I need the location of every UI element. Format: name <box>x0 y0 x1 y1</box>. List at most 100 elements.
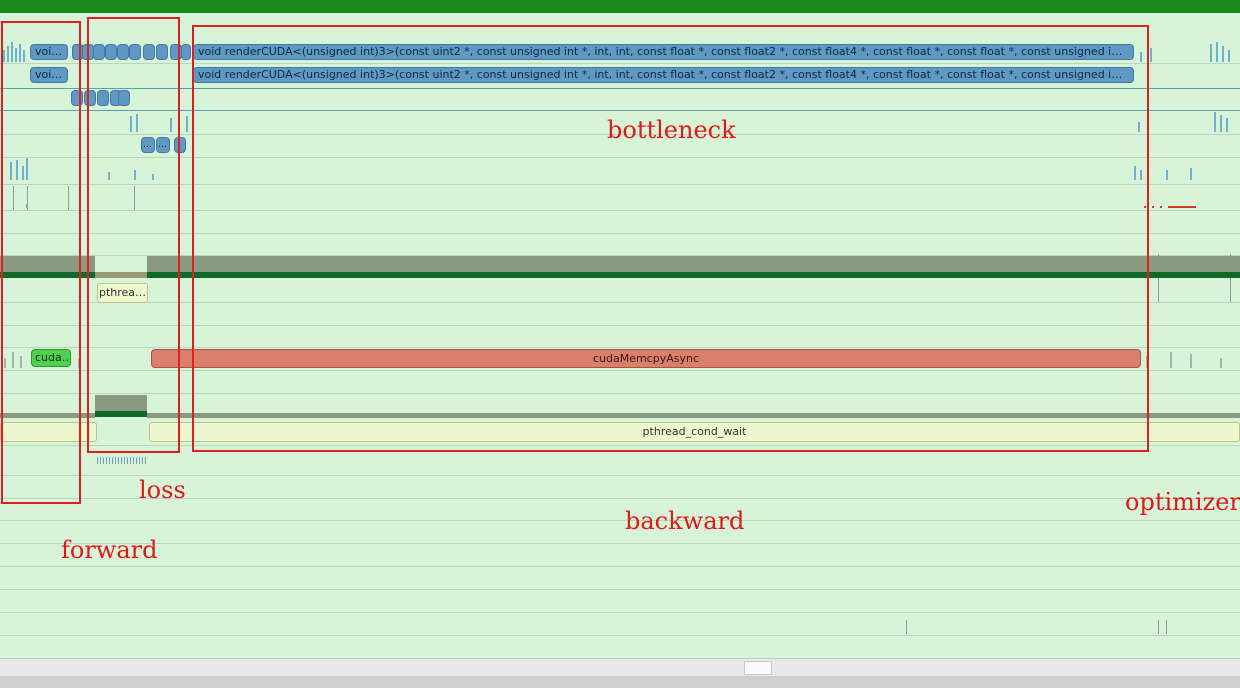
lane-separator <box>0 566 1240 567</box>
activity-bar <box>7 46 9 62</box>
activity-bar <box>12 352 14 368</box>
activity-bar <box>1226 118 1228 132</box>
kernel-block[interactable]: void… <box>30 67 68 83</box>
activity-bar <box>11 42 13 62</box>
lane-separator <box>0 184 1240 185</box>
event-tick <box>1230 254 1231 302</box>
thread-activity-band <box>147 256 1240 273</box>
activity-bar <box>136 114 138 132</box>
event-tick <box>13 186 14 210</box>
lane-separator <box>0 157 1240 158</box>
activity-bar <box>108 172 110 180</box>
lane-separator <box>0 210 1240 211</box>
scroll-thumb[interactable] <box>744 661 772 675</box>
lane-separator <box>0 255 1240 256</box>
event-tick <box>906 620 907 634</box>
lane-separator <box>0 612 1240 613</box>
activity-bar <box>1150 48 1152 62</box>
cuda-api-call[interactable]: cuda… <box>31 349 71 367</box>
pthread-cond-wait[interactable]: pthread_cond_wait <box>149 422 1240 442</box>
thread-state-line <box>0 413 95 418</box>
loss-region-box <box>87 17 180 453</box>
event-tick <box>68 186 69 210</box>
activity-bar <box>1190 168 1192 180</box>
activity-bar <box>152 174 154 180</box>
lane-separator <box>0 325 1240 326</box>
kernel-block[interactable]: void… <box>30 44 68 60</box>
activity-bar <box>1190 354 1192 368</box>
activity-bar <box>22 166 24 180</box>
activity-bar <box>16 160 18 180</box>
kernel-block[interactable] <box>129 44 141 60</box>
event-marker <box>1152 206 1154 208</box>
activity-bar <box>130 116 132 132</box>
lane-separator <box>0 88 1240 89</box>
event-tick <box>27 186 28 210</box>
lane-separator <box>0 445 1240 446</box>
thread-state-line <box>147 413 1240 418</box>
activity-bar <box>1138 122 1140 132</box>
thread-activity-band <box>0 256 95 273</box>
kernel-block[interactable] <box>181 44 191 60</box>
lane-separator <box>0 543 1240 544</box>
kernel-block[interactable] <box>105 44 117 60</box>
lane-separator <box>0 302 1240 303</box>
thread-state-line <box>95 272 147 278</box>
lane-separator <box>0 233 1240 234</box>
activity-bar <box>1220 358 1222 368</box>
horizontal-scrollbar[interactable] <box>0 658 1240 677</box>
event-tick <box>1158 620 1159 634</box>
activity-bar <box>20 356 22 368</box>
activity-bar <box>1216 42 1218 62</box>
activity-bar <box>134 170 136 180</box>
kernel-block[interactable] <box>174 137 186 153</box>
activity-bar <box>1140 170 1142 180</box>
event-marker <box>1160 206 1162 208</box>
kernel-block[interactable] <box>118 90 130 106</box>
kernel-block[interactable] <box>97 90 109 106</box>
thread-state-line <box>0 272 95 278</box>
activity-bar <box>1214 112 1216 132</box>
activity-bar <box>4 358 6 368</box>
activity-bar <box>186 116 188 132</box>
kernel-block[interactable] <box>143 44 155 60</box>
lane-separator <box>0 63 1240 64</box>
activity-bar <box>1220 115 1222 132</box>
activity-bar <box>1210 44 1212 62</box>
timeline-header-bar <box>0 0 1240 13</box>
lane-separator <box>0 110 1240 111</box>
activity-bar <box>1222 46 1224 62</box>
bottleneck-region-box <box>192 25 1149 452</box>
activity-bar <box>1166 170 1168 180</box>
thread-state-line <box>147 272 1240 278</box>
activity-bar <box>26 158 28 180</box>
bottleneck-label: bottleneck <box>607 116 736 144</box>
activity-bar <box>23 50 25 62</box>
event-marker <box>1144 206 1146 208</box>
kernel-block[interactable]: … <box>156 137 170 153</box>
event-tick <box>1158 254 1159 302</box>
cuda-memcpy-async[interactable]: cudaMemcpyAsync <box>151 349 1141 368</box>
pthread-call[interactable]: pthrea… <box>97 283 148 303</box>
activity-bar <box>19 44 21 62</box>
status-footer <box>0 676 1240 688</box>
forward-label: forward <box>61 536 158 564</box>
activity-bar <box>10 162 12 180</box>
lane-separator <box>0 393 1240 394</box>
pthread-call[interactable] <box>0 422 97 442</box>
lane-separator <box>0 134 1240 135</box>
backward-label: backward <box>625 507 745 535</box>
activity-bar <box>170 118 172 132</box>
loss-label: loss <box>139 476 186 504</box>
kernel-block[interactable] <box>117 44 129 60</box>
lane-separator <box>0 347 1240 348</box>
event-tick <box>1166 620 1167 634</box>
lane-separator <box>0 520 1240 521</box>
lane-separator <box>0 498 1240 499</box>
kernel-block[interactable]: … <box>141 137 155 153</box>
kernel-block[interactable] <box>156 44 168 60</box>
kernel-block[interactable] <box>93 44 105 60</box>
activity-bar <box>1134 166 1136 180</box>
activity-bar <box>97 457 148 464</box>
event-marker <box>1168 206 1196 208</box>
